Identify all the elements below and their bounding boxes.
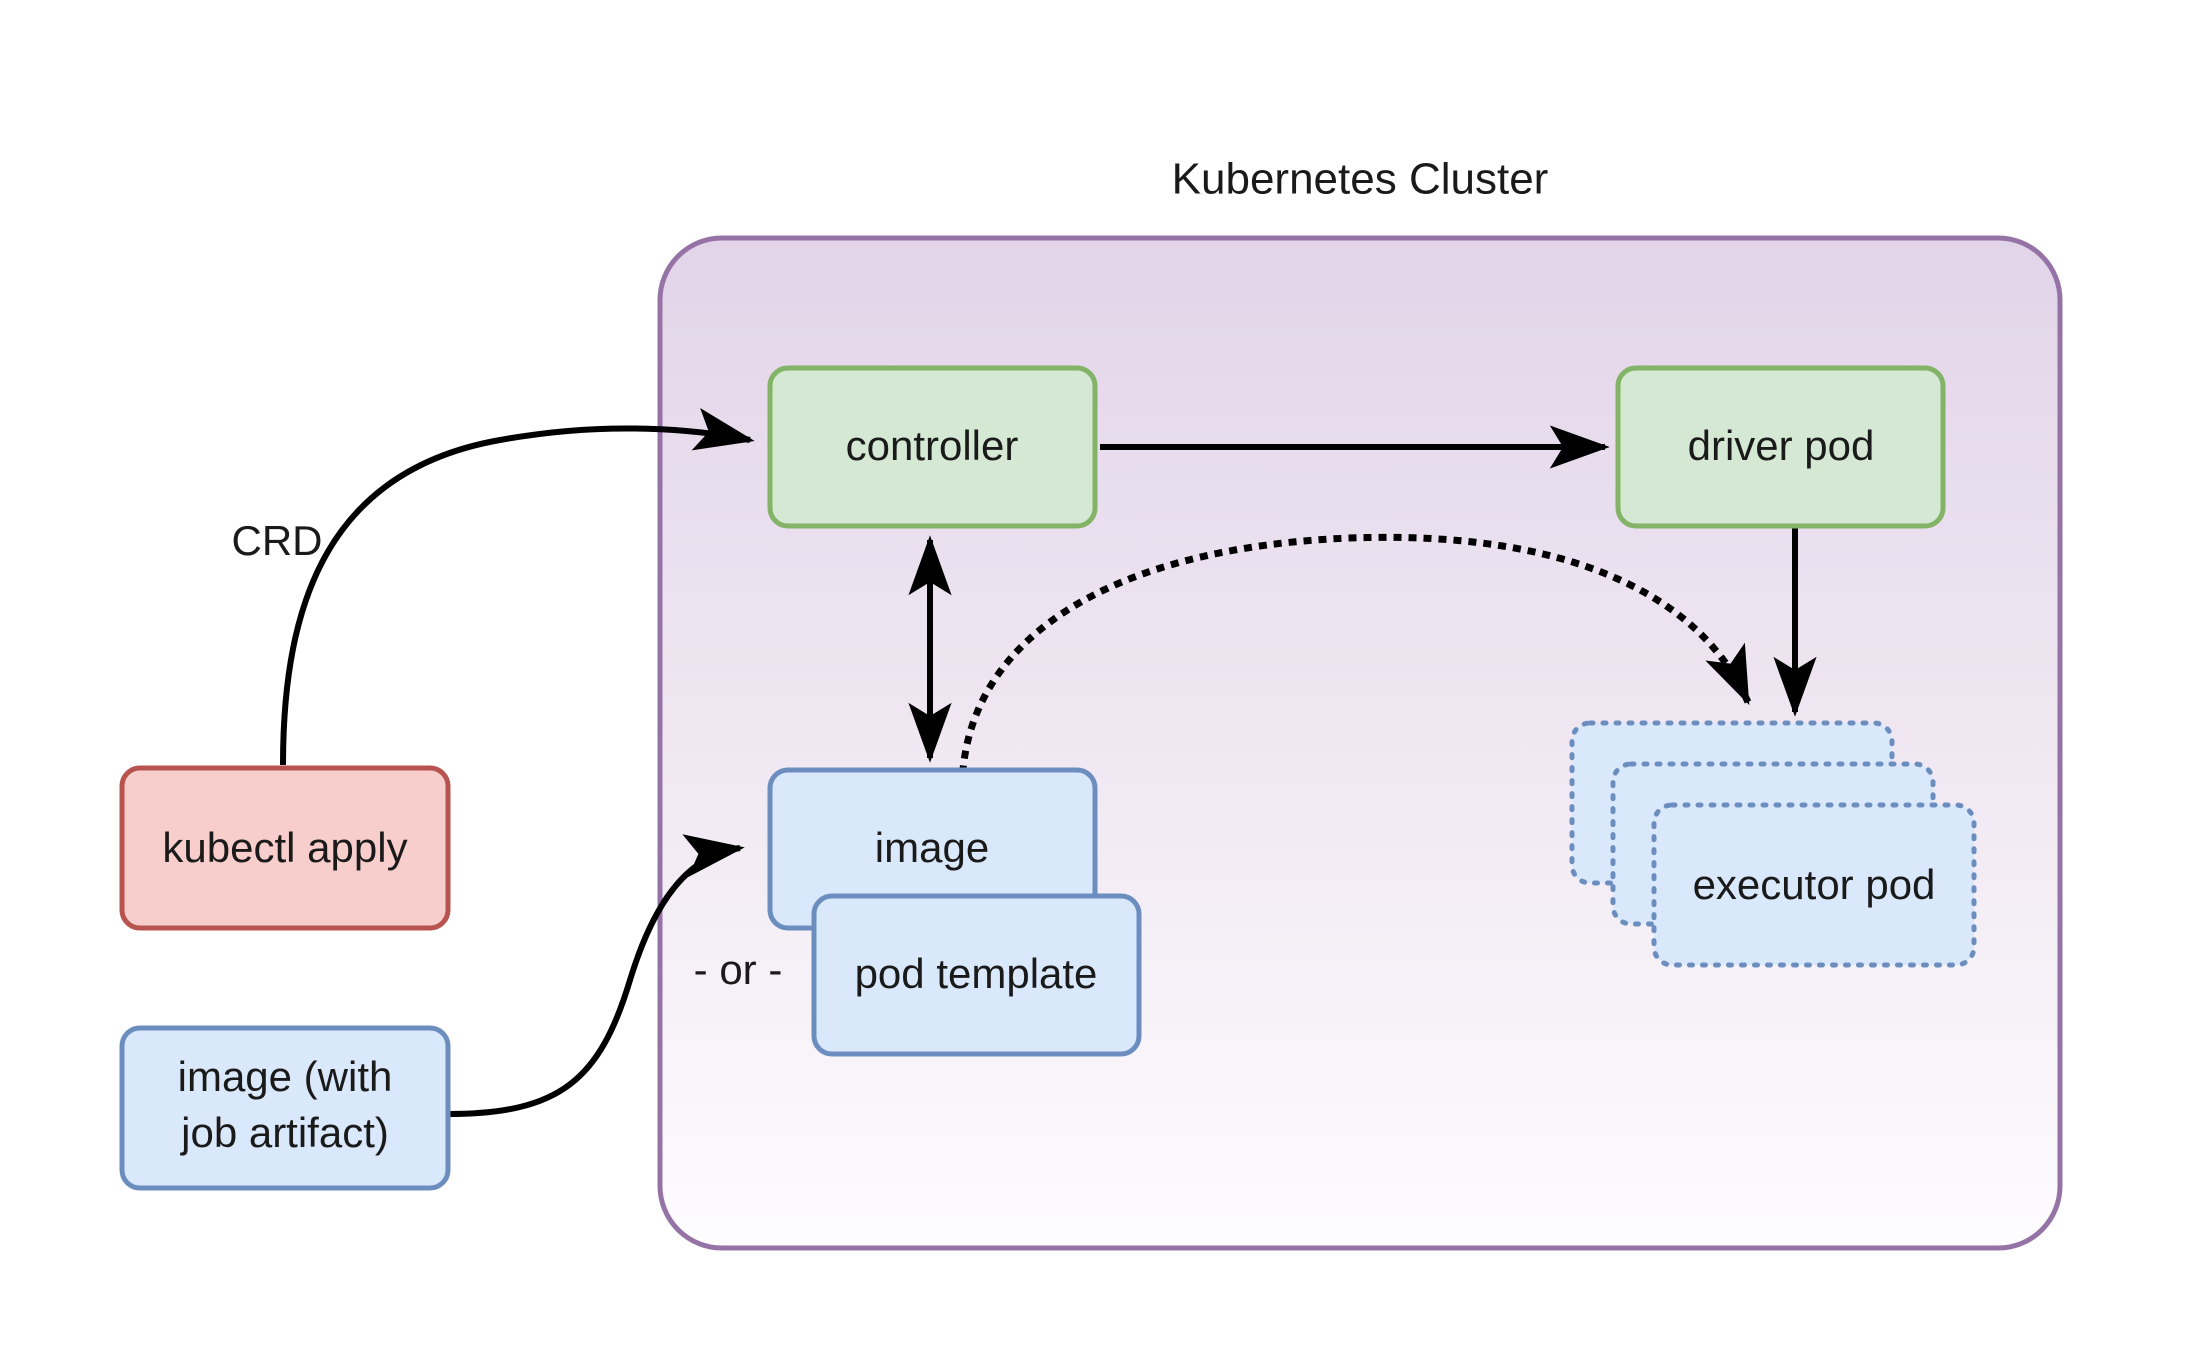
executor-pod-front-box[interactable] <box>1651 802 1977 968</box>
pod-template-box[interactable] <box>811 893 1142 1057</box>
kubectl-apply-box[interactable] <box>119 765 451 931</box>
driver-pod-box[interactable] <box>1615 365 1946 529</box>
node-kubectl-apply[interactable]: kubectl apply <box>119 765 451 931</box>
node-controller[interactable]: controller <box>767 365 1098 529</box>
image-job-artifact-box[interactable] <box>119 1025 451 1191</box>
edge-label-crd: CRD <box>232 517 323 564</box>
or-separator-label: - or - <box>694 946 783 993</box>
image-job-artifact-label-line1: image (with <box>178 1053 393 1100</box>
controller-box[interactable] <box>767 365 1098 529</box>
node-image[interactable]: image <box>767 767 1098 931</box>
node-driver-pod[interactable]: driver pod <box>1615 365 1946 529</box>
edge-jobimage-to-image <box>447 834 745 1117</box>
controller-label: controller <box>846 422 1019 469</box>
node-image-job-artifact[interactable]: image (with job artifact) <box>119 1025 451 1191</box>
executor-pod-front-label: executor pod <box>1693 861 1936 908</box>
node-executor-pod-front[interactable]: executor pod <box>1651 802 1977 968</box>
driver-pod-label: driver pod <box>1688 422 1875 469</box>
kubectl-apply-label: kubectl apply <box>162 824 407 871</box>
image-label: image <box>875 824 989 871</box>
edge-kubectl-to-controller <box>280 408 755 766</box>
pod-template-label: pod template <box>855 950 1098 997</box>
edge-image-to-executor <box>959 533 1752 774</box>
node-pod-template[interactable]: pod template <box>811 893 1142 1057</box>
cluster-title: Kubernetes Cluster <box>1172 155 1549 204</box>
image-job-artifact-label-line2: job artifact) <box>179 1109 389 1156</box>
